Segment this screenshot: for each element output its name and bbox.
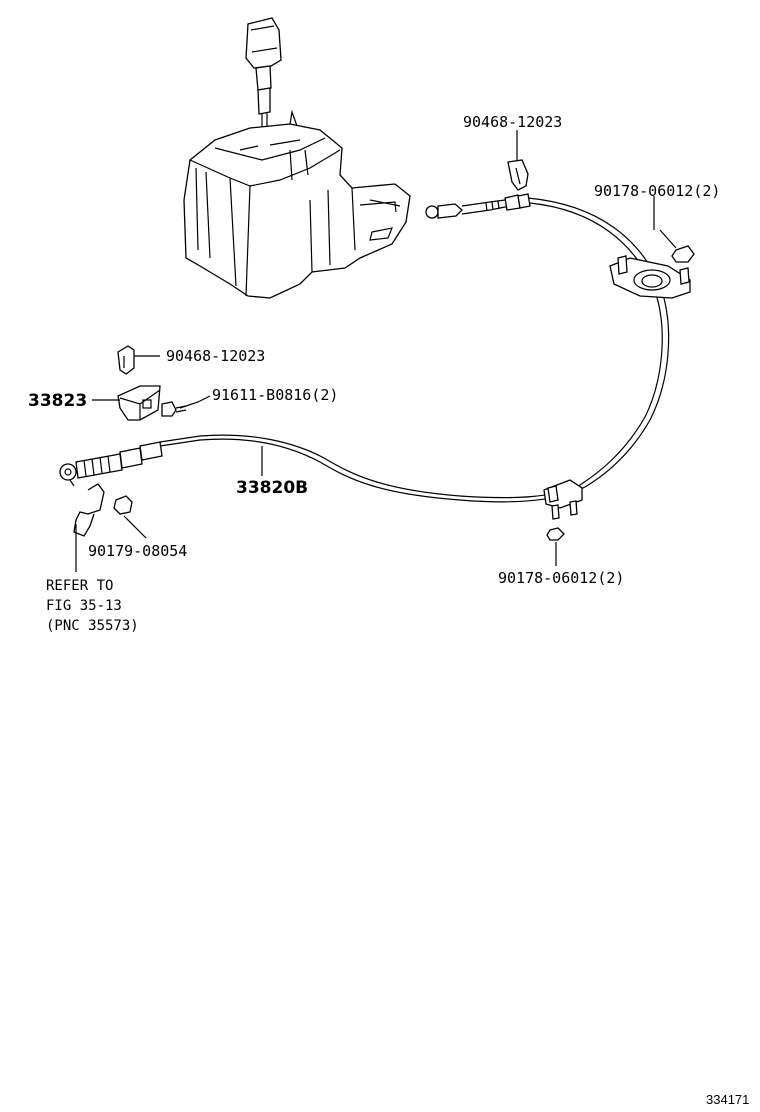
- cable-lower-end: [59, 441, 163, 487]
- reference-note-line-3: (PNC 35573): [46, 618, 139, 634]
- clip-upper: [507, 159, 529, 191]
- label-bolt: 91611-B0816(2): [212, 386, 338, 404]
- reference-note-line-1: REFER TO: [46, 578, 113, 594]
- label-nut-upper: 90178-06012(2): [594, 182, 720, 200]
- label-cable: 33820B: [236, 478, 308, 498]
- cable-upper-end: [425, 193, 531, 219]
- label-nut-lower: 90178-06012(2): [498, 569, 624, 587]
- upper-mount-plate: [609, 229, 695, 299]
- label-nut-clamp: 90179-08054: [88, 542, 187, 560]
- cable-33820b: [159, 197, 670, 503]
- label-clip-upper: 90468-12023: [463, 113, 562, 131]
- clamp-and-nut: [73, 483, 133, 537]
- bracket-33823: [117, 385, 161, 421]
- reference-note: REFER TO FIG 35-13 (PNC 35573): [46, 578, 139, 634]
- leader-lines: [75, 130, 655, 572]
- label-bracket: 33823: [28, 391, 87, 411]
- callout-labels: 90468-12023 90178-06012(2) 90468-12023 3…: [28, 113, 720, 587]
- figure-id: 334171: [706, 1092, 749, 1107]
- shift-lever-assembly: [183, 17, 411, 299]
- label-clip-lower: 90468-12023: [166, 347, 265, 365]
- lower-mount-bracket: [543, 479, 583, 566]
- bolt-91611: [161, 401, 187, 417]
- reference-note-line-2: FIG 35-13: [46, 598, 122, 614]
- clip-lower: [117, 345, 135, 375]
